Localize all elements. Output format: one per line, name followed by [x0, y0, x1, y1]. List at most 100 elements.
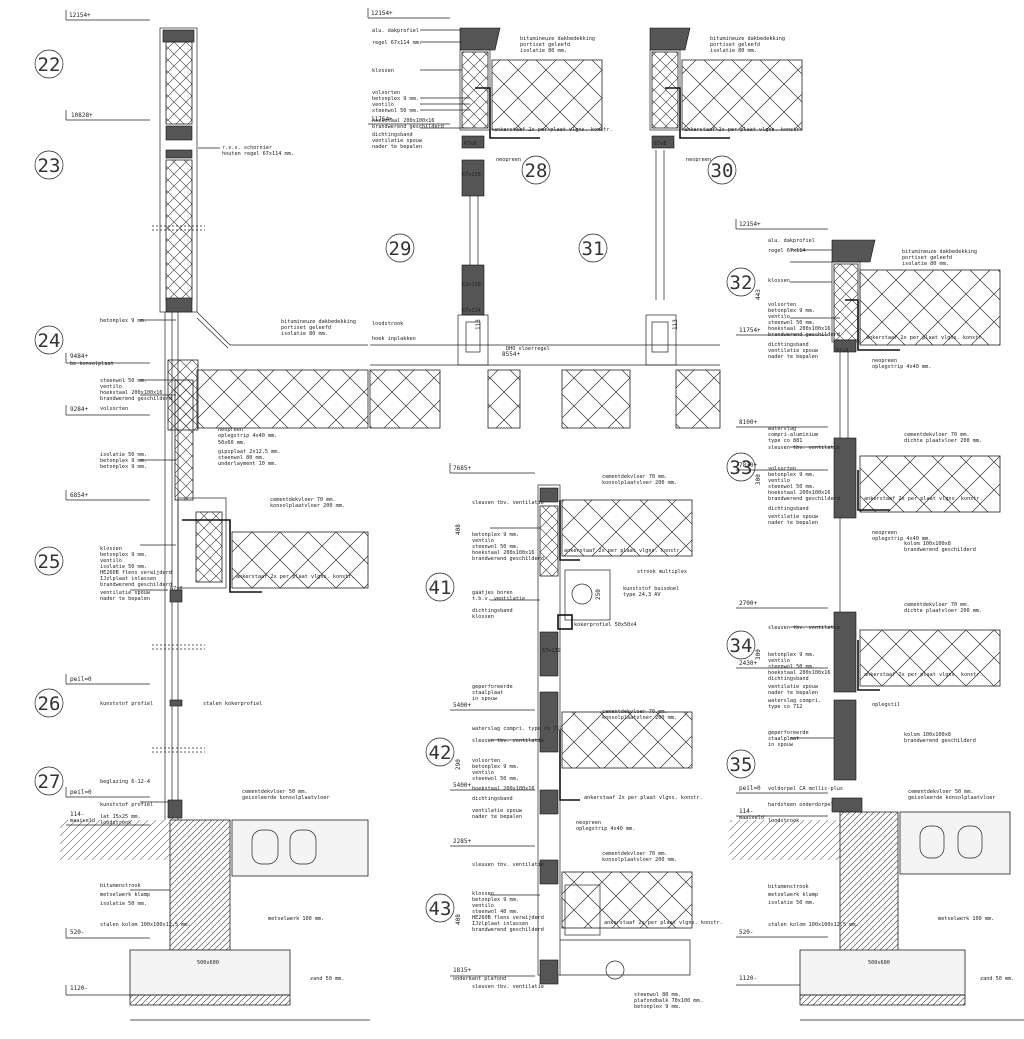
level-9484-note: be konsolplaat — [70, 361, 114, 367]
label-klossen-d: klossen — [472, 891, 494, 897]
label-gepefforeerde-a: geperforeerde — [472, 684, 513, 690]
label-50x60: 50x60 mm. — [218, 440, 246, 446]
label-metselwerk-klamp-a: metselwerk klamp — [100, 892, 150, 898]
label-beglazing: beglazing 6-12-4 — [100, 779, 150, 785]
level-5400-a: 5400+ — [453, 702, 471, 709]
level-114-b-note: maaiveld — [739, 815, 764, 821]
label-metselwerk-100-b: metselwerk 100 mm. — [938, 916, 994, 922]
label-betonplex-9-b: betonplex 9 mm. — [100, 458, 147, 464]
label-betonplex-9-k: betonplex 9 mm. — [768, 472, 815, 478]
label-ventilo-e: ventilo — [472, 770, 494, 776]
label-kolom-100x100-a: kolom 100x100x8 — [904, 541, 951, 547]
label-bitumineuze-a: bitumineuze dakbedekking — [281, 319, 356, 325]
label-ventilo-g: ventilo — [768, 314, 790, 320]
label-footing-a: 500x600 — [197, 960, 219, 966]
level-8554: 8554+ — [502, 351, 520, 358]
svg-text:33: 33 — [730, 457, 753, 479]
detail-29: 29 — [385, 233, 415, 263]
level-520-b: 520- — [739, 929, 753, 936]
label-kunstuw: kunststof buisdoel — [623, 586, 679, 592]
label-betonplex-9-i: betonplex 9 mm. — [634, 1004, 681, 1010]
label-opleggrip-a: oplegstrip 4x40 mm. — [218, 433, 277, 439]
level-9284: 9284+ — [70, 406, 88, 413]
label-type-co-881: type co 881 — [768, 438, 802, 444]
label-volsorten-e: volsorten — [768, 466, 796, 472]
level-114-a: 114- — [70, 811, 84, 818]
svg-text:27: 27 — [38, 771, 61, 793]
label-dichte-plaatvloer-b: dichte plaatvloer 200 mm. — [904, 608, 982, 614]
level-520-a: 520- — [70, 929, 84, 936]
label-portiset-a: portiset geleefd — [281, 325, 331, 331]
label-betonplex-9-f: betonplex 9 mm. — [472, 532, 519, 538]
level-114-b: 114- — [739, 808, 753, 815]
label-67x8-d: 67x8 — [836, 348, 849, 354]
label-waterslag-a: waterslag — [768, 426, 796, 432]
label-steenwol-50-f: steenwol 50 mm. — [768, 484, 815, 490]
label-opleglil: oplegstil — [872, 702, 900, 708]
level-markers: 12154+ 10828+ 9484+ be konsolplaat 9284+… — [65, 8, 828, 996]
label-isolatie-80-b: isolatie 80 mm. — [520, 48, 567, 54]
label-sleuven-f: sleuven tbv. ventilatie — [768, 625, 840, 631]
level-2430: 2430+ — [739, 660, 757, 667]
level-2700: 2700+ — [739, 600, 757, 607]
label-type-co-712: type co 712 — [768, 704, 802, 710]
level-top-c: 12154+ — [739, 221, 761, 228]
label-isolatie-80-c: isolatie 80 mm. — [710, 48, 757, 54]
label-neopreen-a: neopreen — [218, 427, 243, 433]
detail-25: 25 — [34, 546, 64, 576]
label-steenwol-50-g: steenwol 50 mm. — [768, 664, 815, 670]
svg-text:22: 22 — [38, 54, 61, 76]
label-portiset-b: portiset geleefd — [520, 42, 570, 48]
label-hoekstaal-c: hoekstaal 200x100x16 — [472, 550, 534, 556]
level-11754-b: 11754+ — [739, 327, 761, 334]
label-ras-schornier: r.v.s. schornier — [222, 145, 272, 151]
label-regel-b: regel 67x114 — [768, 248, 805, 254]
label-brandwerend-i: brandwerend geschilderd — [904, 738, 976, 744]
label-ijzlplaat: IJzlplaat inlassen — [100, 576, 156, 582]
label-sleuven-e: sleuven tbv. ventilatie — [768, 445, 840, 451]
label-stalplaat-b: staalplaat — [768, 736, 799, 742]
label-ankerstaaf-e: ankerstaaf 2x per plaat vlgns. konstr. — [584, 795, 703, 801]
label-dichtingsband-d: dichtingsband — [768, 342, 809, 348]
level-7830: 7830+ — [739, 462, 757, 469]
level-1815-note: onderkant plafond — [453, 976, 506, 982]
label-ijzlplaat-b: IJzlplaat inlassen — [472, 921, 528, 927]
label-gaatjes: gaatjes boren — [472, 590, 513, 596]
svg-text:25: 25 — [38, 551, 61, 573]
level-7685: 7685+ — [453, 465, 471, 472]
label-bitumenstrook-b: bitumenstrook — [768, 884, 809, 890]
level-8100: 8100+ — [739, 419, 757, 426]
label-isolatie-80-a: isolatie 80 mm. — [281, 331, 328, 337]
label-in-spouw-b: in spouw — [768, 742, 794, 748]
label-brandwerend-d: brandwerend geschilderd — [472, 556, 544, 562]
label-gipsplaat: gipsplaat 2x12,5 mm. — [218, 449, 280, 455]
label-he260b-b: HE260B flens verwijderd — [472, 915, 544, 921]
detail-35: 35 — [726, 749, 756, 779]
label-portiset-d: portiset geleefd — [902, 255, 952, 261]
dim-290: 290 — [455, 759, 462, 770]
label-67x114-a: 67x114 — [462, 308, 481, 314]
detail-41: 41 — [425, 572, 455, 602]
label-stalplaat-a: staalplaat — [472, 690, 503, 696]
label-ventilatie-spouw-b: ventilatie spouw — [372, 138, 423, 144]
detail-28: 28 — [521, 155, 551, 185]
label-konsolplaatvloer-b: konsolplaatvloer 200 mm. — [602, 480, 677, 486]
detail-23: 23 — [34, 150, 64, 180]
label-bitumineuze-b: bitumineuze dakbedekking — [520, 36, 595, 42]
label-bitumineuze-c: bitumineuze dakbedekking — [710, 36, 785, 42]
svg-text:24: 24 — [38, 330, 61, 352]
label-alu-dakprofiel-b: alu. dakprofiel — [768, 238, 815, 244]
label-ventilatie-spouw-f: ventilatie spouw — [768, 684, 819, 690]
label-isolatie-50-a: isolatie 50 mm. — [100, 452, 147, 458]
label-ventilo-c: ventilo — [372, 102, 394, 108]
label-konsolplaatvloer-c: konsolplaatvloer 200 mm. — [602, 715, 677, 721]
dim-250: 250 — [595, 589, 602, 600]
label-hardsteen: hardsteen onderdorpel — [768, 802, 834, 808]
label-brandwerend-g: brandwerend geschilderd — [768, 496, 840, 502]
label-loodstrook-a: loodstrook — [100, 820, 132, 826]
label-ventilo-b: ventilo — [100, 558, 122, 564]
label-ventilo-a: ventilo — [100, 384, 122, 390]
label-regel-a: regel 67x114 mm. — [372, 40, 422, 46]
level-peil-c: peil=0 — [739, 785, 761, 792]
label-cementdekvloer-70-e: cementdekvloer 70 mm. — [904, 432, 970, 438]
